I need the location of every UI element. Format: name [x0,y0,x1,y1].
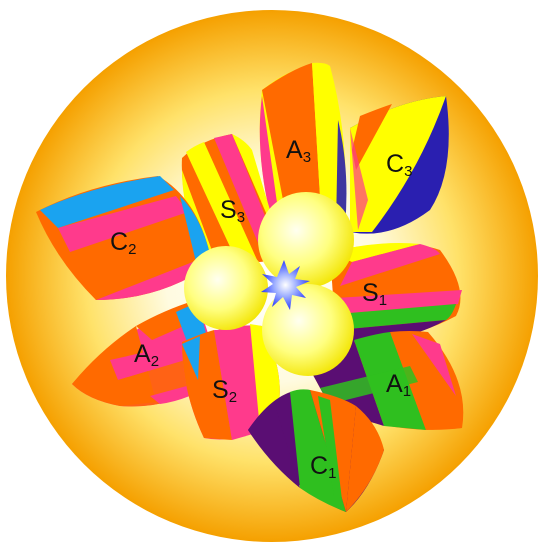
label-a3-letter: A [286,136,303,164]
label-c2-letter: C [110,228,128,256]
label-s3-letter: S [220,196,237,224]
center-ball-top [258,192,354,288]
label-c1-letter: C [310,452,328,480]
label-a1-sub: 1 [403,383,411,400]
center-ball-left [184,246,268,330]
label-a1-letter: A [386,370,403,398]
label-s1-sub: 1 [379,292,387,309]
label-c2-sub: 2 [128,241,136,258]
label-s3-sub: 3 [237,209,245,226]
label-a3-sub: 3 [303,149,311,166]
label-c3-sub: 3 [404,163,412,180]
label-c3-letter: C [386,150,404,178]
label-s2-letter: S [212,376,229,404]
label-a2-sub: 2 [151,353,159,370]
label-c1-sub: 1 [328,465,336,482]
label-a2-letter: A [134,340,151,368]
label-s2-sub: 2 [229,389,237,406]
label-s1-letter: S [362,279,379,307]
